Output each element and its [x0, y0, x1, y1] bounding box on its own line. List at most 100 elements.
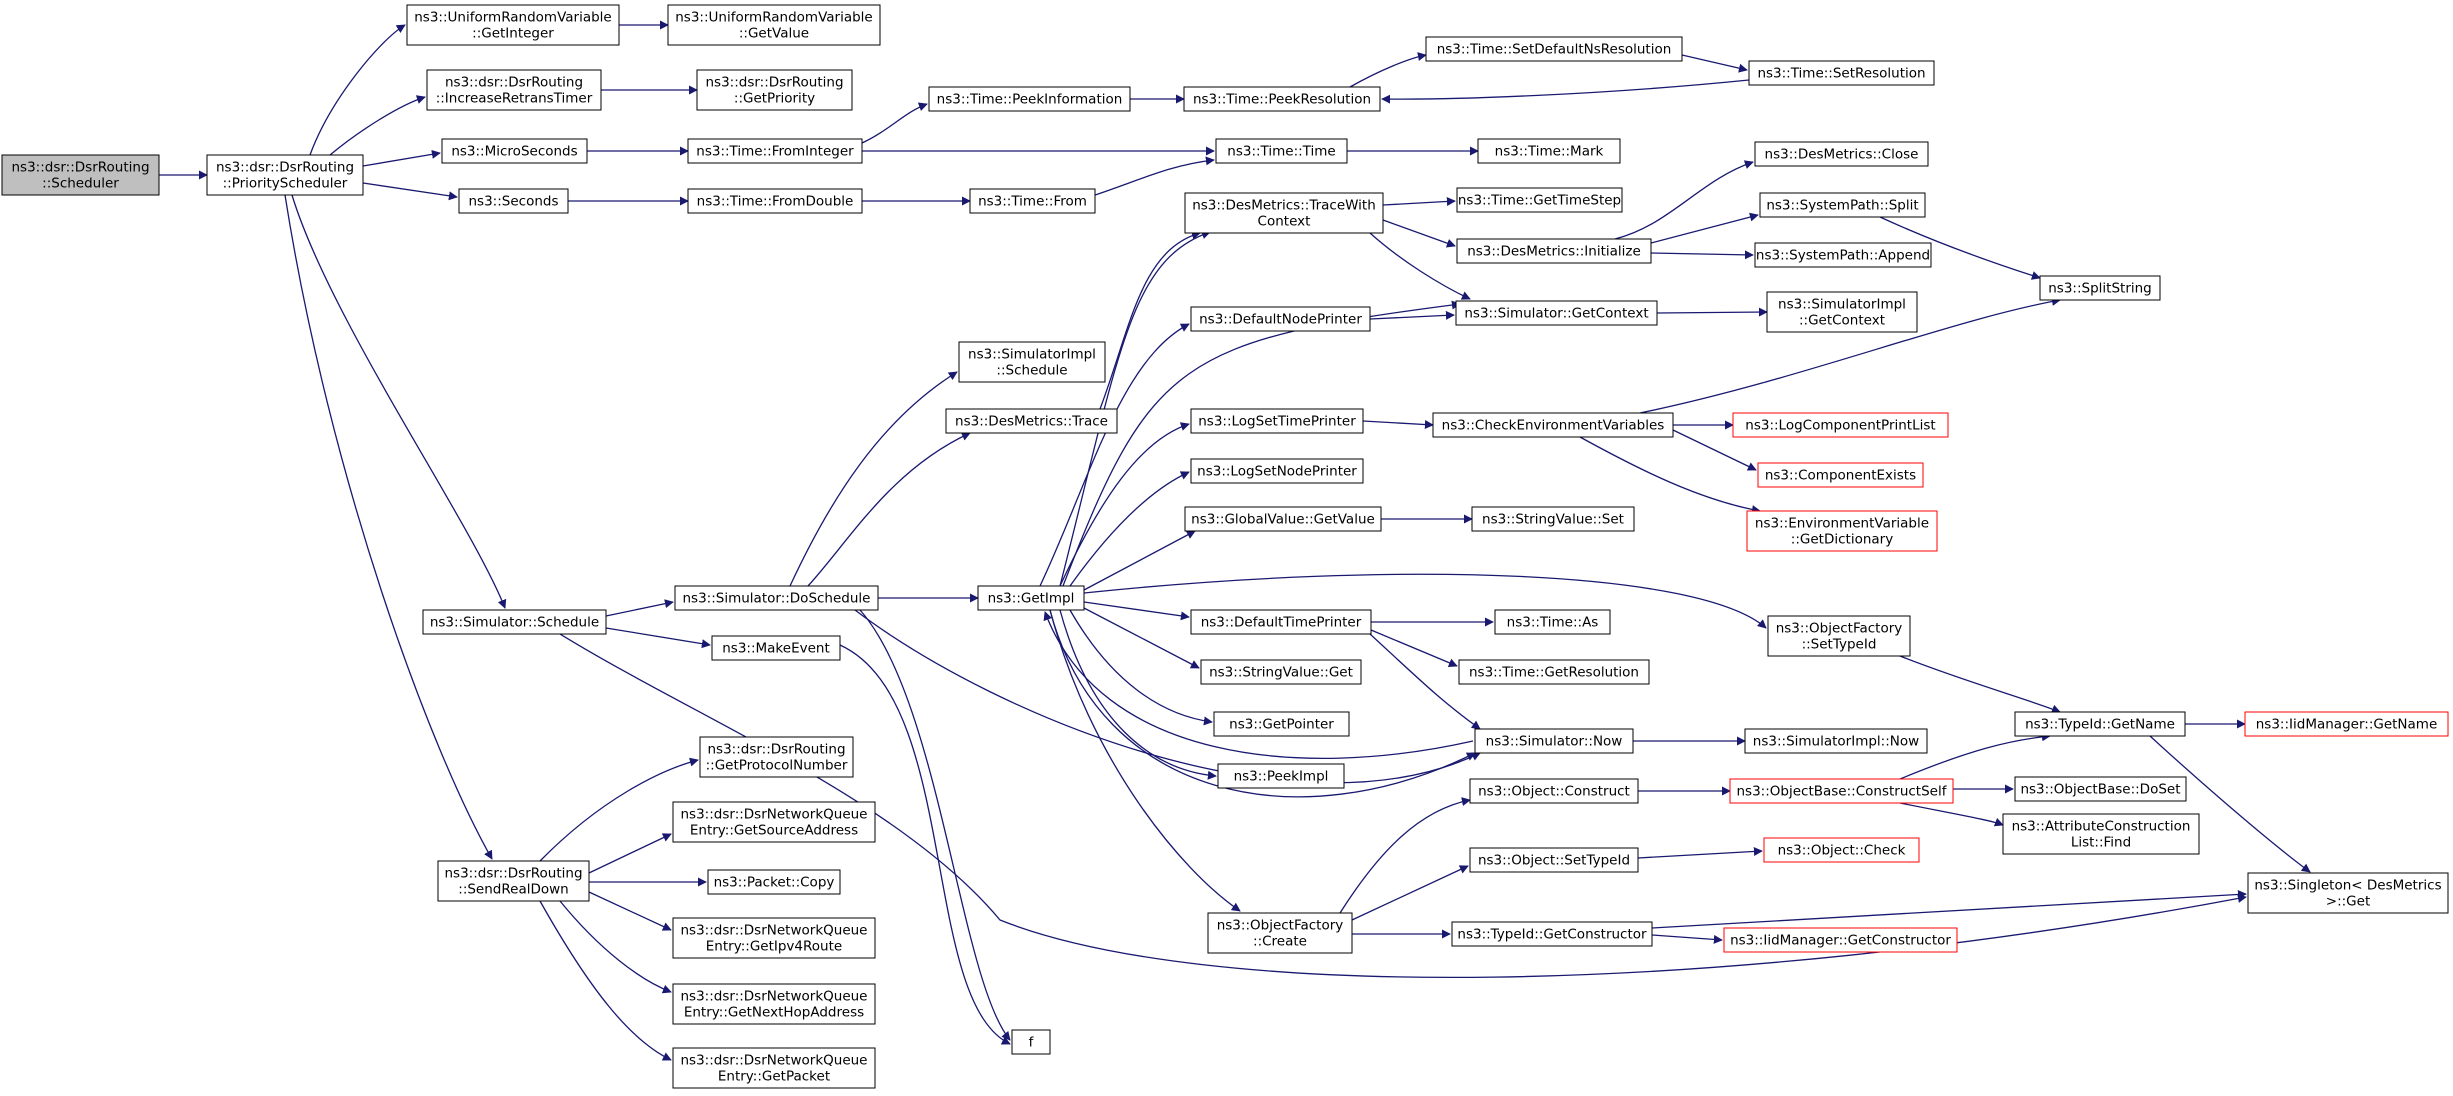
node-logcompprint[interactable]: ns3::LogComponentPrintList: [1732, 412, 1949, 438]
node-netq_getsrc[interactable]: ns3::dsr::DsrNetworkQueueEntry::GetSourc…: [672, 801, 876, 843]
node-logsetnodeprinter[interactable]: ns3::LogSetNodePrinter: [1190, 458, 1364, 484]
node-scheduler[interactable]: ns3::dsr::DsrRouting::Scheduler: [1, 154, 160, 196]
node-time_getres[interactable]: ns3::Time::GetResolution: [1458, 659, 1650, 685]
node-label: ns3::StringValue::Set: [1482, 512, 1624, 528]
node-box: [1754, 141, 1929, 167]
node-globalvalue_get[interactable]: ns3::GlobalValue::GetValue: [1184, 506, 1382, 532]
node-packet_copy[interactable]: ns3::Packet::Copy: [707, 869, 841, 895]
node-obj_construct[interactable]: ns3::Object::Construct: [1469, 778, 1639, 804]
node-box: [1190, 306, 1371, 332]
node-objfactory_create[interactable]: ns3::ObjectFactory::Create: [1207, 912, 1353, 954]
node-simimpl_getctx[interactable]: ns3::SimulatorImpl::GetContext: [1766, 291, 1918, 333]
node-desm_init[interactable]: ns3::DesMetrics::Initialize: [1456, 238, 1652, 264]
node-sim_getctx[interactable]: ns3::Simulator::GetContext: [1455, 300, 1658, 326]
node-typeid_getctor[interactable]: ns3::TypeId::GetConstructor: [1451, 921, 1653, 947]
node-label: ns3::TypeId::GetConstructor: [1457, 927, 1647, 943]
node-objbase_constructself[interactable]: ns3::ObjectBase::ConstructSelf: [1729, 778, 1954, 804]
node-netq_getpacket[interactable]: ns3::dsr::DsrNetworkQueueEntry::GetPacke…: [672, 1047, 876, 1089]
node-box: [1474, 728, 1634, 754]
node-sim_dosched[interactable]: ns3::Simulator::DoSchedule: [674, 585, 879, 611]
node-stringvalue_set[interactable]: ns3::StringValue::Set: [1471, 506, 1635, 532]
edge-priority-to-seconds: [362, 182, 458, 201]
node-box: [1, 154, 160, 196]
node-time_mark[interactable]: ns3::Time::Mark: [1477, 138, 1621, 164]
node-logsettimeprinter[interactable]: ns3::LogSetTimePrinter: [1190, 408, 1364, 434]
node-time_time[interactable]: ns3::Time::Time: [1215, 138, 1348, 164]
node-time_fromdouble[interactable]: ns3::Time::FromDouble: [687, 188, 863, 214]
node-seconds[interactable]: ns3::Seconds: [458, 188, 569, 214]
node-singleton_get[interactable]: ns3::Singleton< DesMetrics>::Get: [2247, 872, 2449, 914]
node-syspath_append[interactable]: ns3::SystemPath::Append: [1754, 242, 1932, 268]
node-priority[interactable]: ns3::dsr::DsrRouting::PriorityScheduler: [206, 154, 364, 196]
node-typeid_getname[interactable]: ns3::TypeId::GetName: [2014, 711, 2186, 737]
node-inc_retrans[interactable]: ns3::dsr::DsrRouting::IncreaseRetransTim…: [426, 69, 602, 111]
node-defnodeprinter[interactable]: ns3::DefaultNodePrinter: [1190, 306, 1371, 332]
node-getpointer[interactable]: ns3::GetPointer: [1213, 711, 1350, 737]
node-label: ns3::ObjectBase::DoSet: [2020, 782, 2180, 798]
node-iidmgr_getname[interactable]: ns3::IidManager::GetName: [2244, 711, 2449, 737]
node-label: ns3::dsr::DsrRouting: [705, 75, 843, 91]
node-label: ns3::DefaultTimePrinter: [1201, 615, 1362, 631]
node-get_protonum[interactable]: ns3::dsr::DsrRouting::GetProtocolNumber: [699, 736, 854, 778]
node-iidmgr_getctor[interactable]: ns3::IidManager::GetConstructor: [1723, 927, 1958, 953]
node-peekimpl[interactable]: ns3::PeekImpl: [1217, 763, 1345, 789]
node-label: ns3::Time::FromDouble: [697, 194, 854, 210]
node-time_peekinfo[interactable]: ns3::Time::PeekInformation: [928, 86, 1131, 112]
node-urv_getval[interactable]: ns3::UniformRandomVariable::GetValue: [667, 4, 881, 46]
node-label: ns3::dsr::DsrRouting: [11, 160, 149, 176]
node-obj_check[interactable]: ns3::Object::Check: [1763, 837, 1920, 863]
node-box: [1190, 408, 1364, 434]
node-desm_close[interactable]: ns3::DesMetrics::Close: [1754, 141, 1929, 167]
node-time_peekres[interactable]: ns3::Time::PeekResolution: [1183, 86, 1381, 112]
node-time_gettimestep[interactable]: ns3::Time::GetTimeStep: [1456, 187, 1623, 213]
node-simimpl_sched[interactable]: ns3::SimulatorImpl::Schedule: [958, 341, 1106, 383]
node-time_setres[interactable]: ns3::Time::SetResolution: [1748, 60, 1935, 86]
node-syspath_split[interactable]: ns3::SystemPath::Split: [1759, 192, 1926, 218]
node-time_fromint[interactable]: ns3::Time::FromInteger: [687, 138, 863, 164]
edge-desm_tracectx-to-time_gettimestep: [1382, 196, 1456, 206]
node-deftimeprinter[interactable]: ns3::DefaultTimePrinter: [1190, 609, 1372, 635]
node-box: [2014, 711, 2186, 737]
edge-objfactory_create-to-obj_settypeid: [1351, 865, 1469, 921]
node-get_priority[interactable]: ns3::dsr::DsrRouting::GetPriority: [696, 69, 853, 111]
node-splitstring[interactable]: ns3::SplitString: [2039, 275, 2161, 301]
node-label: ns3::dsr::DsrNetworkQueue: [681, 989, 868, 1005]
node-time_from[interactable]: ns3::Time::From: [969, 188, 1096, 214]
node-box: [1184, 192, 1384, 234]
node-objfactory_settype[interactable]: ns3::ObjectFactory::SetTypeId: [1767, 615, 1911, 657]
node-f[interactable]: f: [1011, 1029, 1051, 1055]
node-label: ::Scheduler: [42, 176, 119, 192]
node-netq_getnexthop[interactable]: ns3::dsr::DsrNetworkQueueEntry::GetNextH…: [672, 983, 876, 1025]
node-box: [1471, 506, 1635, 532]
node-netq_getipv4[interactable]: ns3::dsr::DsrNetworkQueueEntry::GetIpv4R…: [672, 917, 876, 959]
node-objbase_doset[interactable]: ns3::ObjectBase::DoSet: [2014, 776, 2187, 802]
node-box: [458, 188, 569, 214]
node-compexists[interactable]: ns3::ComponentExists: [1757, 462, 1924, 488]
node-sendrealdown[interactable]: ns3::dsr::DsrRouting::SendRealDown: [437, 860, 590, 902]
edge-desm_tracectx-to-sim_getctx: [1369, 232, 1471, 300]
node-stringvalue_get[interactable]: ns3::StringValue::Get: [1200, 659, 1362, 685]
node-label: ns3::dsr::DsrRouting: [444, 866, 582, 882]
node-time_as[interactable]: ns3::Time::As: [1494, 609, 1611, 635]
node-box: [437, 860, 590, 902]
node-desm_trace[interactable]: ns3::DesMetrics::Trace: [945, 408, 1118, 434]
node-box: [672, 801, 876, 843]
node-checkenv[interactable]: ns3::CheckEnvironmentVariables: [1432, 412, 1674, 438]
node-time_setdefns[interactable]: ns3::Time::SetDefaultNsResolution: [1425, 36, 1683, 62]
node-label: ns3::StringValue::Get: [1209, 665, 1353, 681]
node-microseconds[interactable]: ns3::MicroSeconds: [441, 138, 588, 164]
node-getimpl[interactable]: ns3::GetImpl: [977, 585, 1085, 611]
node-makeevent[interactable]: ns3::MakeEvent: [711, 635, 841, 661]
edge-makeevent-to-f: [839, 644, 1011, 1045]
node-obj_settypeid[interactable]: ns3::Object::SetTypeId: [1469, 847, 1639, 873]
node-simimpl_now[interactable]: ns3::SimulatorImpl::Now: [1744, 728, 1928, 754]
node-urv_getint[interactable]: ns3::UniformRandomVariable::GetInteger: [406, 4, 620, 46]
node-label: ns3::EnvironmentVariable: [1755, 516, 1929, 532]
node-envvar_getdict[interactable]: ns3::EnvironmentVariable::GetDictionary: [1746, 510, 1938, 552]
node-label: ns3::ObjectFactory: [1217, 918, 1344, 934]
node-sim_schedule[interactable]: ns3::Simulator::Schedule: [422, 609, 607, 635]
node-sim_now[interactable]: ns3::Simulator::Now: [1474, 728, 1634, 754]
node-box: [672, 1047, 876, 1089]
